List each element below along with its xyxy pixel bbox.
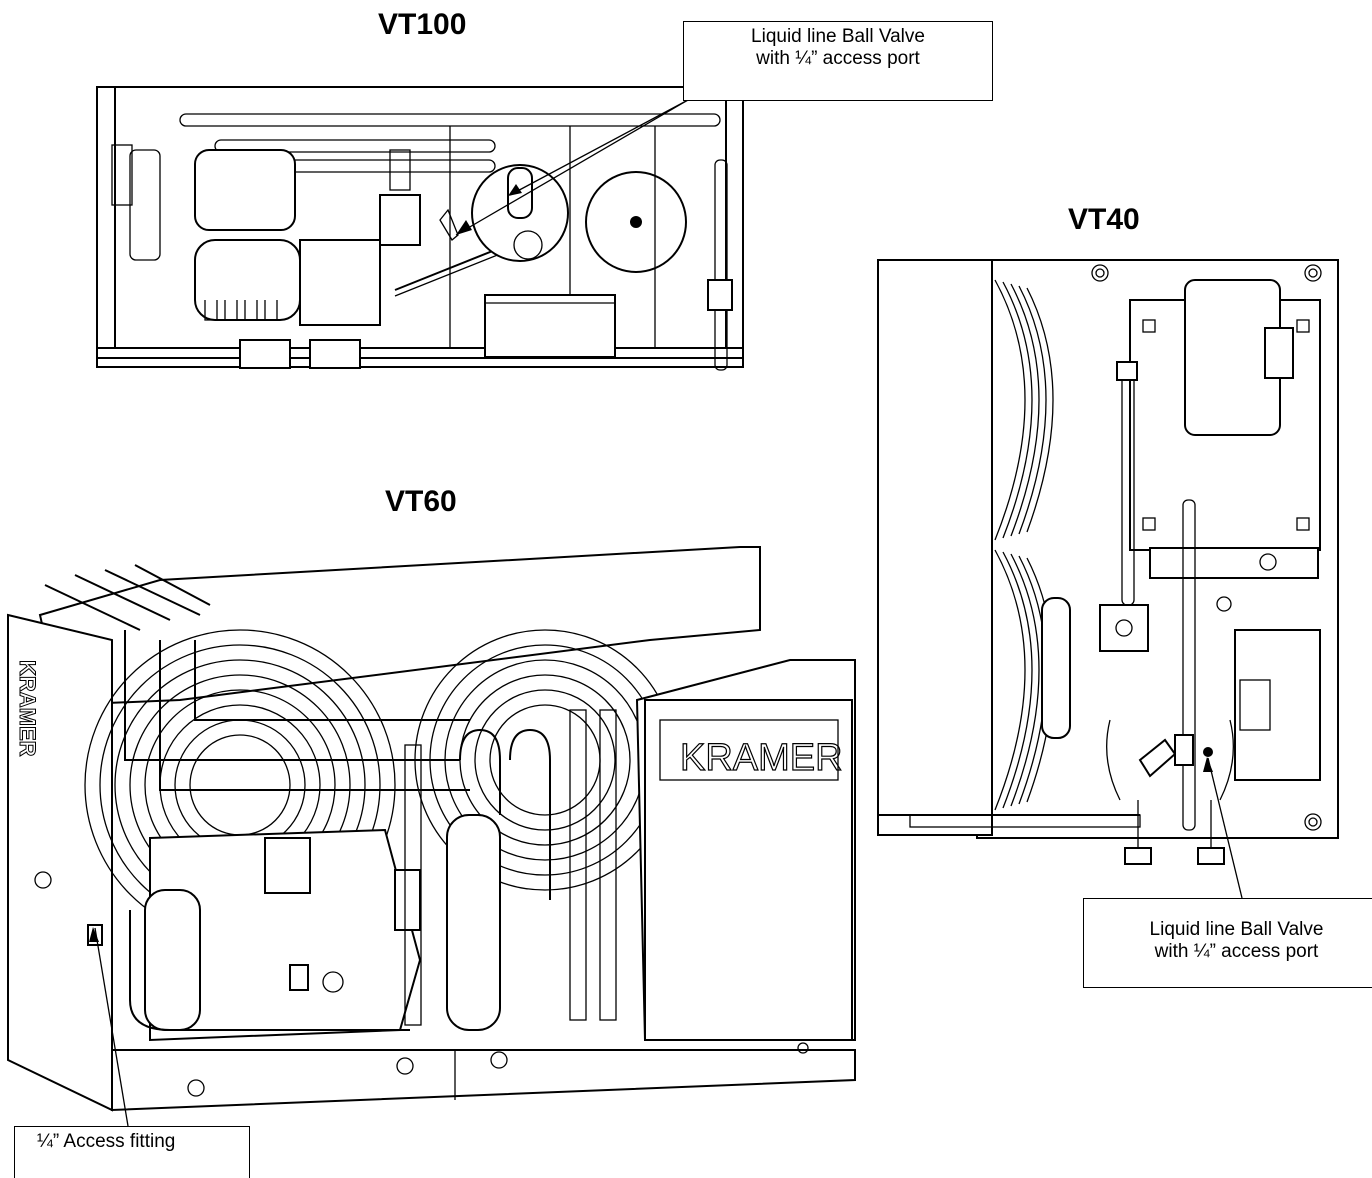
vt100-callout: Liquid line Ball Valve with ¼” access po… xyxy=(683,21,993,101)
vt100-callout-leader xyxy=(455,99,689,236)
vt100-title: VT100 xyxy=(378,8,467,41)
vt60-brand-left: KRAMER xyxy=(15,660,40,757)
vt100-callout-line1: Liquid line Ball Valve xyxy=(751,26,925,47)
vt40-callout-leader xyxy=(1207,757,1243,899)
vt100-drawing xyxy=(96,86,744,371)
vt40-callout-line1: Liquid line Ball Valve xyxy=(1149,919,1324,940)
vt60-brand-right: KRAMER xyxy=(680,737,843,779)
vt60-callout-leader xyxy=(94,927,129,1127)
vt60-callout-line1: ¼” Access fitting xyxy=(37,1131,176,1152)
vt40-drawing xyxy=(877,259,1339,865)
vt40-callout-line2: with ¼” access port xyxy=(1154,941,1319,962)
vt40-title: VT40 xyxy=(1068,203,1140,236)
vt60-callout: ¼” Access fitting xyxy=(14,1126,250,1178)
vt60-title: VT60 xyxy=(385,485,457,518)
vt40-callout: Liquid line Ball Valve with ¼” access po… xyxy=(1083,898,1372,988)
vt60-drawing: KRAMER xyxy=(7,546,856,1112)
vt100-callout-line2: with ¼” access port xyxy=(756,48,920,69)
